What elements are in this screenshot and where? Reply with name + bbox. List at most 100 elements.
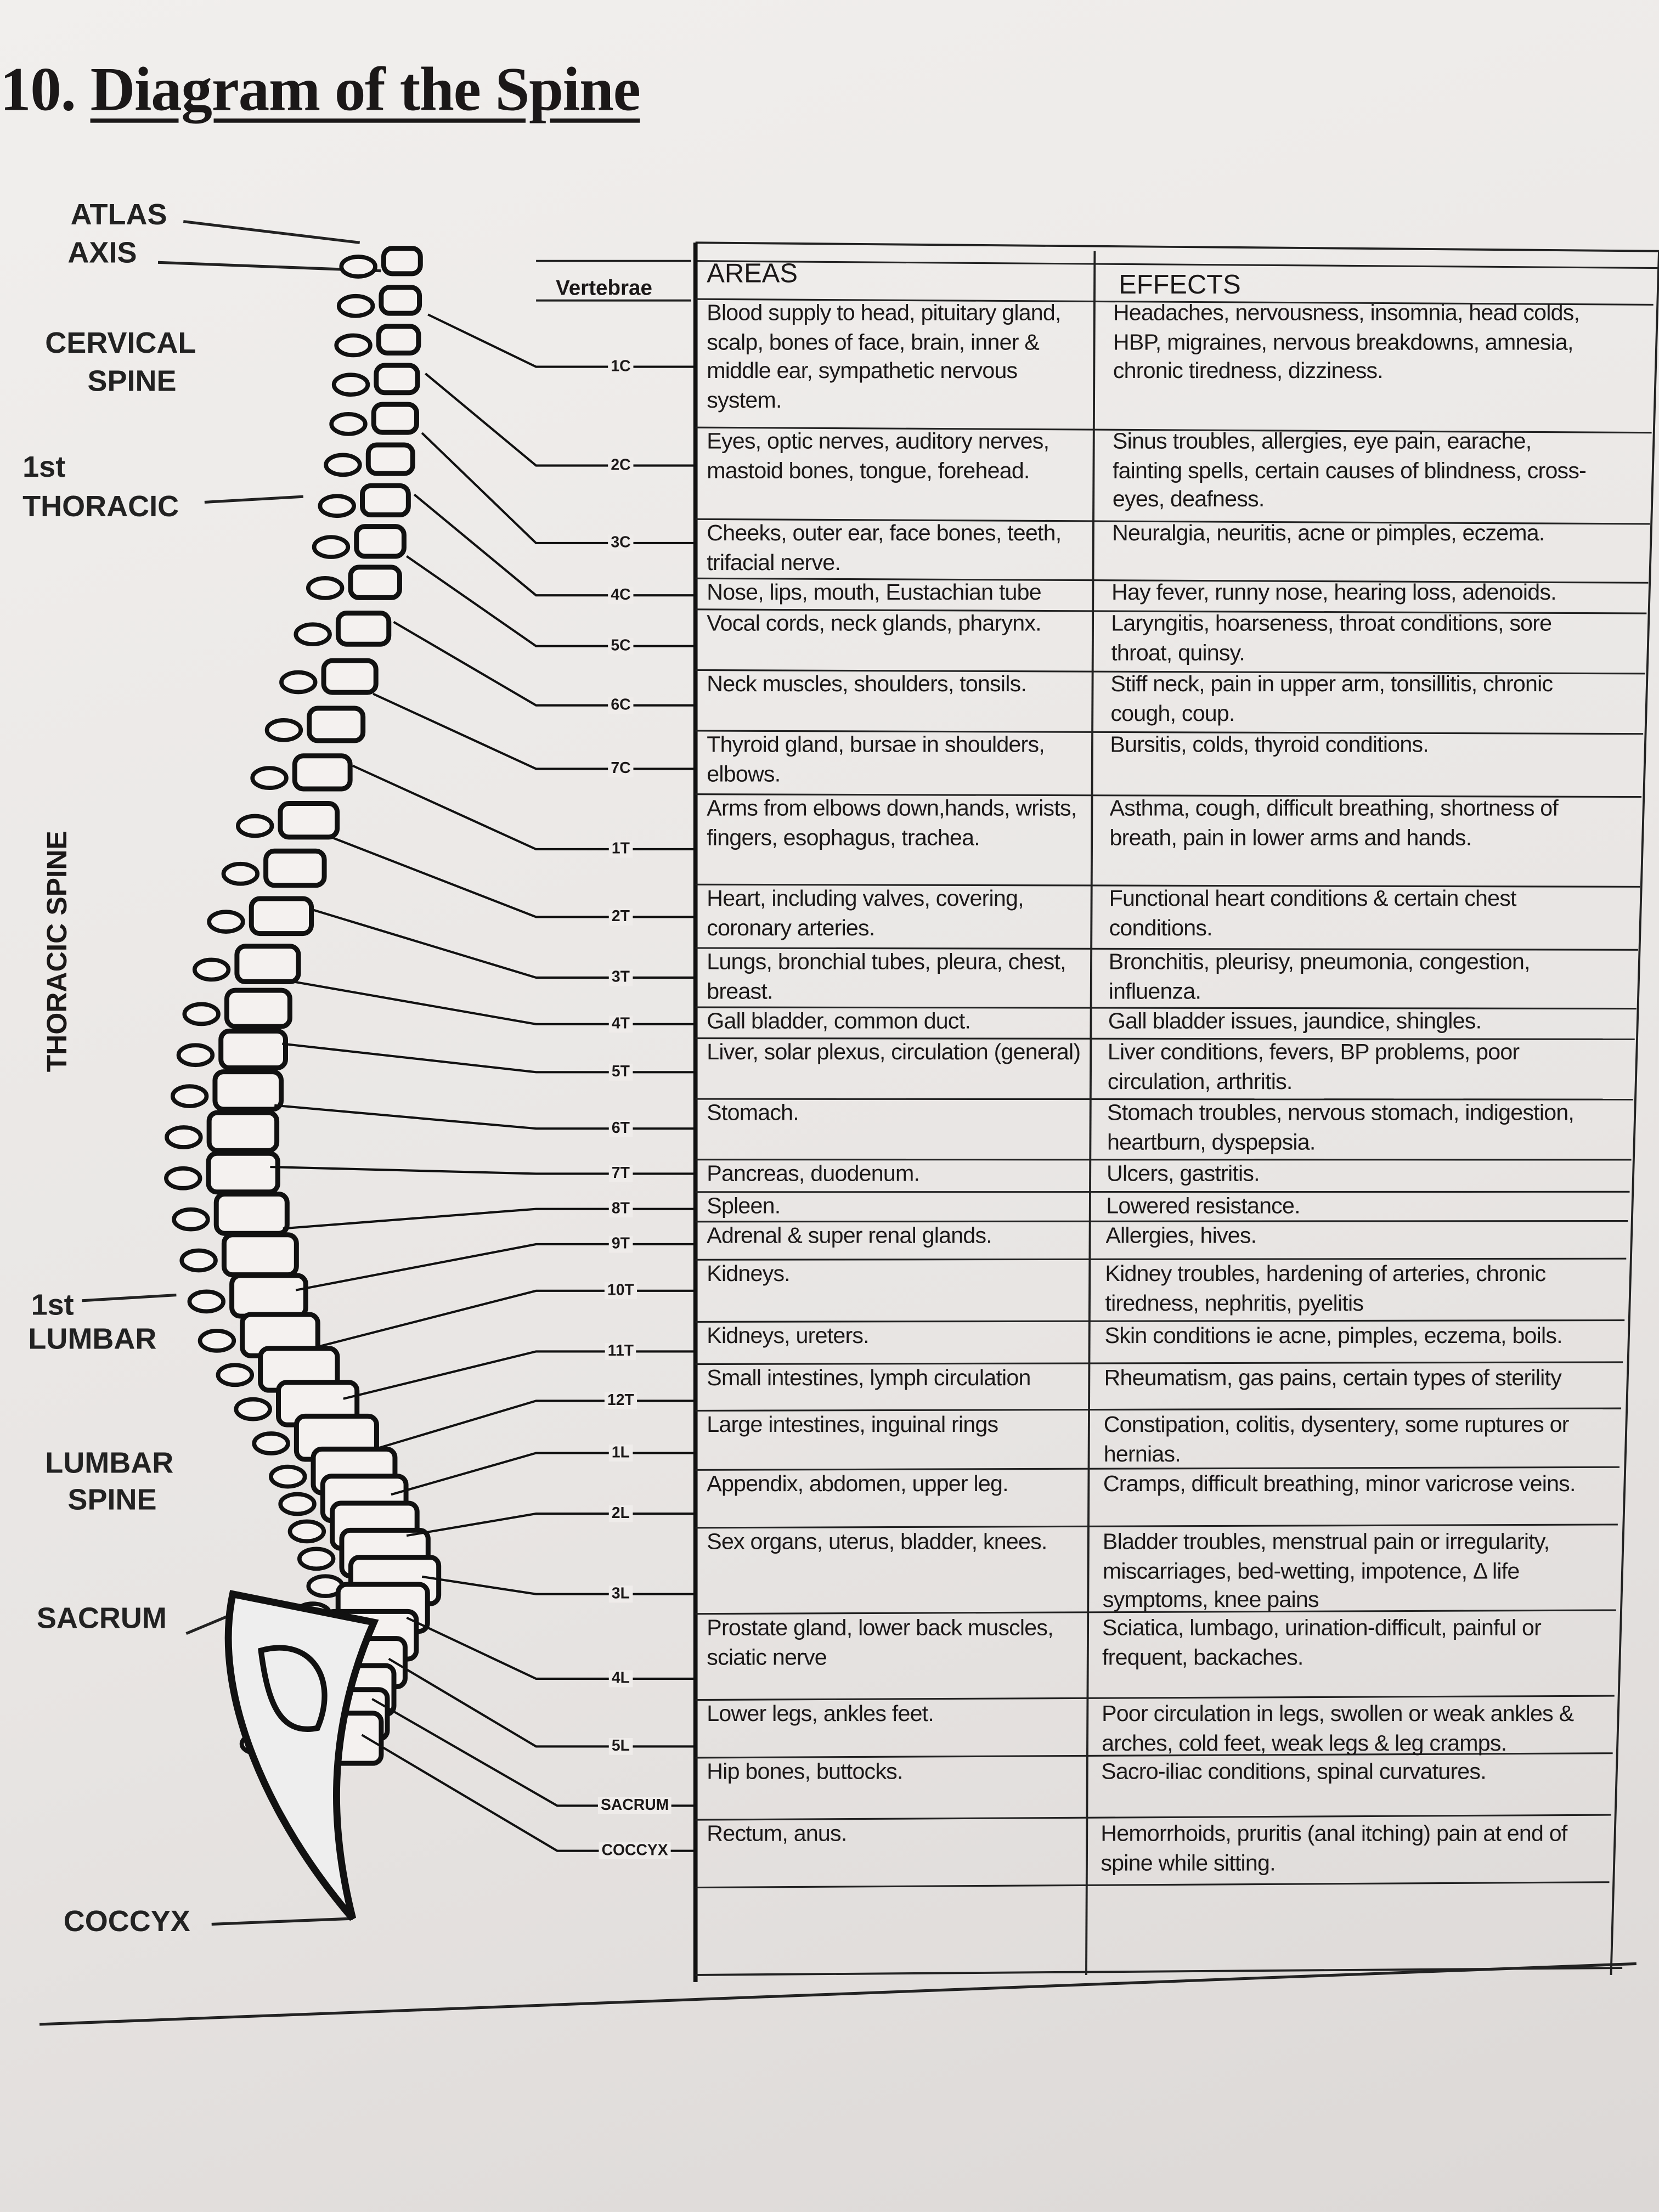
table-right-border [1610, 251, 1659, 1976]
vertebra [206, 1110, 280, 1153]
nerve-line [425, 373, 696, 467]
nerve-line [406, 1513, 696, 1537]
table-row-divider [695, 883, 1640, 888]
nerve-line [270, 1166, 696, 1175]
nerve-line [406, 1616, 696, 1680]
vertebra-label: 4T [608, 1015, 633, 1033]
table-cell-area: Lungs, bronchial tubes, pleura, chest, b… [707, 951, 1066, 1004]
vertebra-label: 11T [605, 1342, 637, 1360]
nerve-line [283, 1207, 696, 1230]
table-cell-area: Lower legs, ankles feet. [707, 1702, 934, 1727]
table-cell-effect: Poor circulation in legs, swollen or wea… [1102, 1702, 1574, 1756]
spinous-process [198, 1329, 236, 1353]
nerve-line [274, 1104, 696, 1130]
nerve-line [343, 1350, 696, 1400]
table-cell-area: Rectum, anus. [707, 1822, 847, 1847]
vertebra [381, 246, 423, 276]
spinous-process [252, 1431, 290, 1455]
nerve-line [371, 1400, 696, 1452]
table-cell-effect: Stiff neck, pain in upper arm, tonsillit… [1110, 673, 1553, 726]
nerve-line [393, 620, 696, 707]
table-row-divider [695, 1037, 1635, 1040]
spinous-process [164, 1166, 202, 1190]
nerve-line [405, 555, 696, 647]
vertebra [379, 285, 422, 316]
table-header-border [695, 260, 1659, 269]
nerve-line [331, 836, 696, 918]
vertebra [348, 565, 402, 600]
vertebra [307, 706, 366, 743]
table-row-divider [695, 730, 1644, 735]
table-cell-effect: Cramps, difficult breathing, minor varic… [1103, 1472, 1576, 1497]
table-column-divider [1085, 251, 1096, 1975]
areas-header: AREAS [707, 259, 798, 290]
table-cell-effect: Allergies, hives. [1105, 1224, 1257, 1249]
table-row-divider [695, 793, 1642, 798]
table-row-divider [695, 577, 1649, 584]
vertebra-label: 7T [608, 1165, 633, 1182]
nerve-line [391, 1452, 696, 1496]
label-thoracic: THORACIC [22, 490, 179, 523]
table-top-border [695, 241, 1659, 252]
table-cell-effect: Laryngitis, hoarseness, throat condition… [1111, 612, 1552, 665]
spinous-process [312, 535, 351, 559]
table-cell-area: Appendix, abdomen, upper leg. [707, 1472, 1008, 1497]
label-atlas: ATLAS [70, 199, 167, 232]
spinous-process [324, 453, 362, 477]
table-cell-effect: Asthma, cough, difficult breathing, shor… [1109, 797, 1559, 850]
vertebra-label: 1C [608, 358, 634, 375]
spinous-process [216, 1363, 255, 1387]
label-lumbar-spine-2: SPINE [67, 1484, 157, 1517]
table-cell-area: Small intestines, lymph circulation [707, 1367, 1031, 1391]
table-cell-effect: Neuralgia, neuritis, acne or pimples, ec… [1112, 522, 1545, 546]
vertebra-label: 2L [608, 1505, 633, 1522]
vertebra-label: 7C [608, 760, 634, 777]
label-1st-lumbar: 1st [31, 1289, 74, 1322]
label-thoracic-spine: THORACIC SPINE [42, 831, 74, 1073]
table-cell-area: Eyes, optic nerves, auditory nerves, mas… [707, 430, 1049, 483]
table-cell-area: Prostate gland, lower back muscles, scia… [707, 1616, 1053, 1670]
table-cell-effect: Lowered resistance. [1106, 1194, 1300, 1219]
vertebra [376, 324, 421, 356]
spinous-process [331, 373, 370, 397]
spinous-process [318, 494, 356, 518]
spinous-process [235, 814, 274, 838]
table-cell-effect: Hay fever, runny nose, hearing loss, ade… [1111, 581, 1557, 606]
page-title: 10. Diagram of the Spine [0, 55, 641, 125]
label-sacrum: SACRUM [36, 1602, 167, 1635]
atlas-leader [183, 220, 360, 244]
vertebra [263, 848, 327, 888]
thoracic-leader [204, 495, 303, 504]
nerve-line [388, 1657, 696, 1748]
table-row-divider [695, 1319, 1625, 1323]
table-row-divider [695, 426, 1652, 434]
table-cell-effect: Headaches, nervousness, insomnia, head c… [1113, 302, 1580, 384]
table-cell-effect: Skin conditions ie acne, pimples, eczema… [1104, 1324, 1563, 1349]
nerve-line [427, 313, 696, 368]
table-cell-area: Stomach. [707, 1102, 799, 1126]
nerve-line [282, 1042, 696, 1074]
vertebra [371, 402, 419, 435]
spinous-process [176, 1043, 215, 1068]
table-cell-effect: Hemorrhoids, pruritis (anal itching) pai… [1101, 1822, 1567, 1876]
table-cell-effect: Bursitis, colds, thyroid conditions. [1110, 733, 1429, 758]
table-cell-effect: Functional heart conditions & certain ch… [1109, 887, 1517, 940]
table-cell-area: Spleen. [707, 1194, 781, 1219]
table-cell-area: Thyroid gland, bursae in shoulders, elbo… [707, 733, 1045, 787]
table-cell-area: Large intestines, inguinal rings [707, 1413, 998, 1438]
label-1st-thoracic: 1st [22, 451, 66, 484]
table-row-divider [695, 1695, 1615, 1701]
spinous-process [329, 412, 368, 436]
label-cervical-spine: SPINE [87, 365, 177, 398]
vertebra [221, 1232, 299, 1278]
table-cell-effect: Rheumatism, gas pains, certain types of … [1104, 1367, 1562, 1391]
spinous-process [234, 1397, 272, 1421]
nerve-line [373, 692, 696, 770]
table-row-divider [695, 947, 1638, 951]
spinous-process [279, 670, 318, 695]
spinous-process [207, 910, 245, 934]
vertebra [224, 988, 292, 1029]
vertebra-label: 9T [608, 1235, 633, 1253]
vertebra [234, 944, 301, 985]
